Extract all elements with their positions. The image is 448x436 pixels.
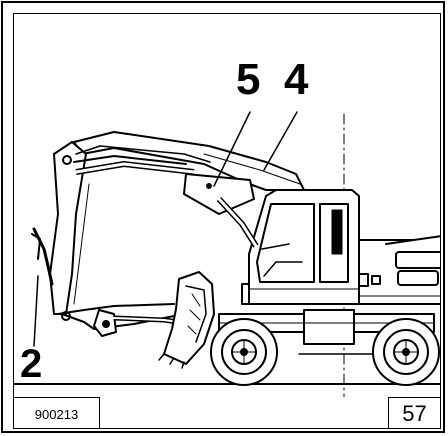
figure-panel: 5 4 2 900213 57 bbox=[13, 13, 441, 429]
boom-cylinder bbox=[216, 196, 259, 248]
front-wheel bbox=[210, 318, 278, 386]
leader-4 bbox=[263, 111, 298, 171]
stick-arm bbox=[49, 141, 211, 315]
callout-leaders bbox=[33, 111, 298, 347]
callout-label-2: 2 bbox=[20, 342, 43, 386]
callout-label-5: 5 bbox=[236, 55, 261, 104]
page-number: 57 bbox=[402, 401, 427, 426]
figure-code-box: 900213 bbox=[14, 397, 100, 428]
arm-cylinder bbox=[74, 161, 196, 175]
figure-code: 900213 bbox=[34, 406, 79, 422]
undercarriage bbox=[218, 309, 435, 355]
excavator-illustration bbox=[14, 111, 440, 397]
operator-cab bbox=[248, 189, 360, 305]
leader-5 bbox=[213, 111, 251, 187]
page-number-box: 57 bbox=[388, 397, 440, 428]
rear-wheel bbox=[372, 318, 440, 386]
leader-2 bbox=[33, 275, 39, 347]
bucket-linkage bbox=[31, 227, 193, 337]
boom bbox=[73, 131, 305, 215]
callout-label-4: 4 bbox=[284, 55, 309, 104]
superstructure bbox=[241, 235, 440, 305]
bucket bbox=[158, 271, 215, 369]
